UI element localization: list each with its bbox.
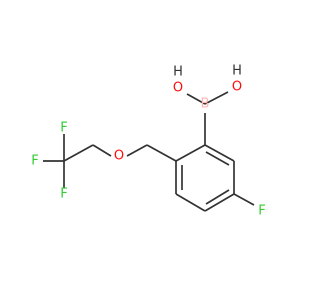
atom-fluorine-3: F — [60, 121, 67, 136]
atom-boron: B — [201, 97, 210, 112]
atom-oxygen-hydroxyl-1: O — [173, 81, 183, 96]
bond-b-o1 — [186, 93, 206, 105]
bonds — [43, 91, 255, 212]
bond-ring-c6-c1 — [175, 144, 206, 162]
atom-hydrogen-hydroxyl-2: H — [232, 64, 242, 79]
bond-ch2-cf3 — [63, 144, 94, 162]
atom-fluorine-2: F — [31, 154, 38, 169]
atom-oxygen-ether: O — [114, 149, 124, 164]
molecule-structure: F B O H O H O F F F — [31, 64, 265, 219]
atom-hydrogen-hydroxyl-1: H — [173, 65, 183, 80]
bond-ch2-o — [126, 144, 148, 157]
bond-ring-c3-c4 — [204, 193, 235, 212]
bond-ring-c1-c2 — [204, 144, 235, 162]
atom-labels: F B O H O H O F F F — [31, 64, 265, 219]
atom-oxygen-hydroxyl-2: O — [232, 80, 242, 95]
bond-b-o2 — [204, 91, 229, 105]
bond-ring-inner-c1-c2 — [205, 151, 230, 166]
bond-c3-f — [233, 193, 255, 206]
bond-ring-c4-c5 — [175, 193, 206, 212]
bond-ring-inner-c3-c4 — [205, 189, 230, 205]
atom-fluorine-1: F — [60, 187, 67, 202]
bond-o-ch2 — [92, 144, 112, 157]
atom-fluorine-ring: F — [258, 204, 265, 219]
bond-c6-ch2 — [146, 144, 177, 162]
